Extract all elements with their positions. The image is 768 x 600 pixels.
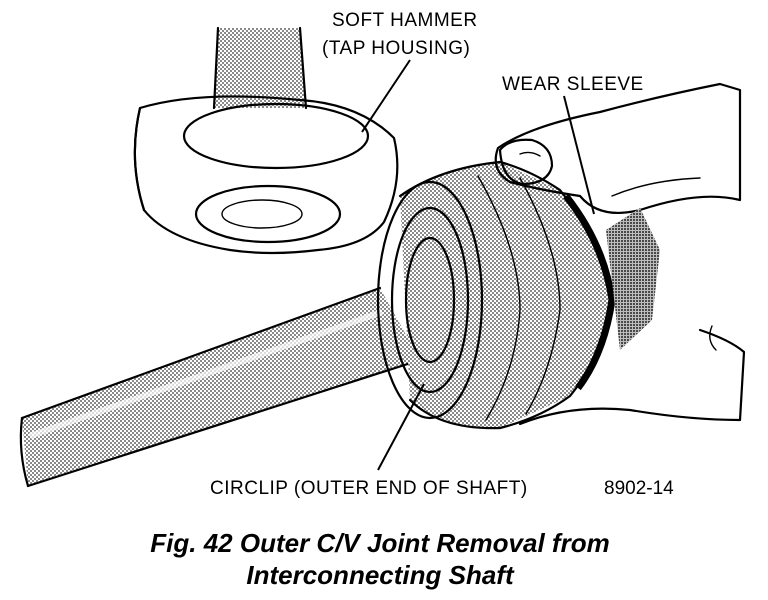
caption-line-1: Fig. 42 Outer C/V Joint Removal from — [150, 528, 609, 558]
soft-hammer-head — [133, 95, 399, 255]
circlip-label: CIRCLIP (OUTER END OF SHAFT) — [210, 478, 528, 499]
interconnecting-shaft — [19, 286, 422, 488]
wear-sleeve-leader — [563, 95, 595, 215]
soft-hammer-label: SOFT HAMMER — [332, 10, 478, 31]
hammer-handle — [212, 26, 308, 110]
tap-housing-label: (TAP HOUSING) — [322, 38, 470, 59]
caption-line-2: Interconnecting Shaft — [246, 560, 515, 590]
figure-number: 8902-14 — [604, 478, 674, 499]
hand — [494, 82, 746, 426]
soft-hammer-leader — [361, 59, 411, 133]
circlip-leader — [377, 383, 425, 471]
wear-sleeve-label: WEAR SLEEVE — [502, 74, 644, 95]
cv-joint-housing — [376, 160, 612, 430]
